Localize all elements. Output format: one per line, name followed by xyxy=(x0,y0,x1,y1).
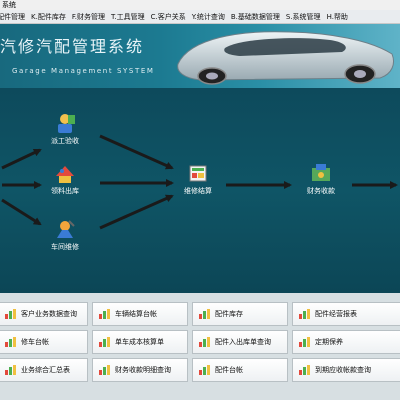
window-title: 系统 xyxy=(2,1,16,9)
arrow-to-workshop xyxy=(1,198,42,226)
menu-bar: 配件管理 K.配件库存 F.财务管理 T.工具管理 C.客户关系 Y.统计查询 … xyxy=(0,10,400,24)
shortcut-label: 单车成本核算单 xyxy=(115,338,164,346)
shortcut-label: 配件台帐 xyxy=(215,366,243,374)
shortcut-vehicle-settlement-ledger[interactable]: 车辆结算台帐 xyxy=(92,302,188,326)
shortcut-parts-inventory[interactable]: 配件库存 xyxy=(192,302,288,326)
bar-chart-icon xyxy=(99,309,110,319)
shortcut-panel: 客户业务数据查询 车辆结算台帐 配件库存 配件经营报表 修车台帐 单车成本核算单… xyxy=(0,293,400,400)
shortcut-receipt-detail-query[interactable]: 财务收款明细查询 xyxy=(92,358,188,382)
shortcut-label: 修车台帐 xyxy=(21,338,49,346)
shortcut-customer-business-query[interactable]: 客户业务数据查询 xyxy=(0,302,88,326)
workflow-arrows xyxy=(1,134,398,230)
menu-help[interactable]: H.帮助 xyxy=(326,13,348,21)
flow-node-label: 领料出库 xyxy=(51,187,79,195)
bar-chart-icon xyxy=(299,309,310,319)
menu-parts-management[interactable]: 配件管理 xyxy=(0,13,25,21)
flow-node-dispatch-inspection[interactable]: 派工验收 xyxy=(30,112,100,146)
arrow-dispatch-to-settlement xyxy=(99,134,174,170)
shortcut-label: 定期保养 xyxy=(315,338,343,346)
shortcut-label: 车辆结算台帐 xyxy=(115,310,157,318)
shortcut-label: 到期应收帐款查询 xyxy=(315,366,371,374)
finance-receipt-icon xyxy=(312,164,330,181)
menu-customer-relations[interactable]: C.客户关系 xyxy=(150,13,186,21)
bar-chart-icon xyxy=(199,337,210,347)
flow-node-finance-receipt[interactable]: 财务收款 xyxy=(286,162,356,196)
flow-node-label: 财务收款 xyxy=(307,187,335,195)
menu-parts-inventory[interactable]: K.配件库存 xyxy=(31,13,66,21)
bar-chart-icon xyxy=(199,309,210,319)
shortcut-parts-business-report[interactable]: 配件经营报表 xyxy=(292,302,400,326)
flow-node-workshop-repair[interactable]: 车间维修 xyxy=(30,218,100,252)
shortcut-parts-stock-movement-query[interactable]: 配件入出库单查询 xyxy=(192,330,288,354)
app-subtitle: Garage Management SYSTEM xyxy=(12,67,155,75)
bar-chart-icon xyxy=(199,365,210,375)
shortcut-label: 配件库存 xyxy=(215,310,243,318)
arrow-workshop-to-settlement xyxy=(99,194,174,230)
shortcut-receivables-due-query[interactable]: 到期应收帐款查询 xyxy=(292,358,400,382)
bar-chart-icon xyxy=(5,337,16,347)
window-title-bar: 系统 xyxy=(0,0,400,10)
workshop-repair-icon xyxy=(57,220,75,238)
shortcut-parts-ledger[interactable]: 配件台帐 xyxy=(192,358,288,382)
shortcut-label: 客户业务数据查询 xyxy=(21,310,77,318)
parts-requisition-icon xyxy=(56,166,74,183)
bar-chart-icon xyxy=(99,337,110,347)
shortcut-label: 配件经营报表 xyxy=(315,310,357,318)
dispatch-inspection-icon xyxy=(58,114,75,133)
shortcut-label: 配件入出库单查询 xyxy=(215,338,271,346)
car-illustration xyxy=(177,31,394,85)
flow-node-parts-requisition[interactable]: 领料出库 xyxy=(30,162,100,196)
shortcut-vehicle-cost-sheet[interactable]: 单车成本核算单 xyxy=(92,330,188,354)
menu-tools[interactable]: T.工具管理 xyxy=(110,13,145,21)
bar-chart-icon xyxy=(299,365,310,375)
workflow-area: 派工验收 领料出库 车间维修 维修结算 财务收款 xyxy=(0,88,400,293)
arrow-to-dispatch xyxy=(1,148,42,170)
bar-chart-icon xyxy=(5,365,16,375)
bar-chart-icon xyxy=(5,309,16,319)
bar-chart-icon xyxy=(99,365,110,375)
shortcut-scheduled-maintenance[interactable]: 定期保养 xyxy=(292,330,400,354)
menu-finance[interactable]: F.财务管理 xyxy=(71,13,105,21)
app-title: 汽修汽配管理系统 xyxy=(0,37,145,56)
menu-system[interactable]: S.系统管理 xyxy=(285,13,321,21)
shortcut-label: 财务收款明细查询 xyxy=(115,366,171,374)
flow-node-repair-settlement[interactable]: 维修结算 xyxy=(163,162,233,196)
flow-node-label: 派工验收 xyxy=(51,137,79,145)
menu-statistics[interactable]: Y.统计查询 xyxy=(191,13,225,21)
header-banner: 汽修汽配管理系统 Garage Management SYSTEM xyxy=(0,24,400,88)
menu-base-data[interactable]: B.基础数据管理 xyxy=(230,13,280,21)
flow-node-label: 车间维修 xyxy=(51,243,79,251)
repair-settlement-icon xyxy=(189,165,207,182)
flow-node-label: 维修结算 xyxy=(184,187,212,195)
shortcut-label: 业务综合汇总表 xyxy=(21,366,70,374)
shortcut-repair-ledger[interactable]: 修车台帐 xyxy=(0,330,88,354)
shortcut-business-summary[interactable]: 业务综合汇总表 xyxy=(0,358,88,382)
bar-chart-icon xyxy=(299,337,310,347)
